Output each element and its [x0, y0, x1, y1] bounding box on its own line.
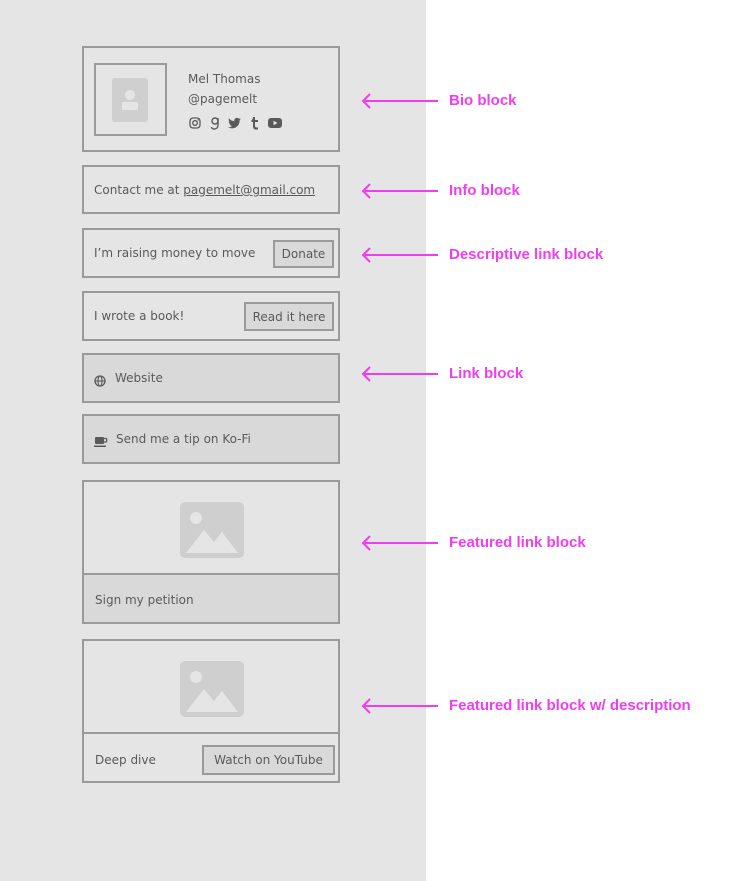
image-placeholder-icon — [180, 502, 244, 562]
watch-on-youtube-button[interactable]: Watch on YouTube — [202, 745, 335, 775]
annotation-bio: Bio block — [360, 91, 517, 111]
arrow-left-icon — [361, 366, 438, 382]
social-icons — [188, 116, 282, 130]
annotation-label: Descriptive link block — [449, 246, 604, 263]
annotation-featured-desc: Featured link block w/ description — [360, 696, 691, 716]
bio-handle: @pagemelt — [188, 92, 258, 106]
link-label: Send me a tip on Ko-Fi — [116, 432, 251, 446]
arrow-left-icon — [361, 698, 438, 714]
avatar-placeholder-icon — [112, 78, 148, 122]
youtube-icon[interactable] — [268, 116, 282, 130]
featured-image — [84, 641, 338, 734]
featured-link-block-with-description: Deep dive Watch on YouTube — [82, 639, 340, 783]
arrow-left-icon — [361, 535, 438, 551]
info-text: Contact me at pagemelt@gmail.com — [94, 183, 315, 197]
image-placeholder-icon — [180, 661, 244, 721]
featured-desc-label: Deep dive — [95, 753, 156, 767]
donate-button[interactable]: Donate — [273, 240, 334, 268]
annotation-featured: Featured link block — [360, 533, 586, 553]
featured-image — [84, 482, 338, 575]
featured-label: Sign my petition — [95, 593, 194, 607]
annotation-link: Link block — [360, 364, 523, 384]
descriptive-link-block-book: I wrote a book! Read it here — [82, 291, 340, 341]
instagram-icon[interactable] — [188, 116, 202, 130]
featured-link-block[interactable]: Sign my petition — [82, 480, 340, 624]
annotation-label: Featured link block — [449, 534, 586, 551]
info-block: Contact me at pagemelt@gmail.com — [82, 165, 340, 214]
bio-block: Mel Thomas @pagemelt — [82, 46, 340, 152]
arrow-left-icon — [361, 93, 438, 109]
link-block-kofi[interactable]: Send me a tip on Ko-Fi — [82, 414, 340, 464]
descriptive-text: I’m raising money to move — [94, 246, 256, 260]
featured-caption-bar — [84, 575, 338, 622]
annotation-label: Bio block — [449, 92, 517, 109]
annotation-label: Link block — [449, 365, 524, 382]
coffee-cup-icon — [94, 433, 108, 452]
twitter-icon[interactable] — [228, 116, 242, 130]
descriptive-link-block-donate: I’m raising money to move Donate — [82, 228, 340, 278]
annotation-label: Featured link block w/ description — [449, 697, 691, 714]
goodreads-icon[interactable] — [208, 116, 222, 130]
link-label: Website — [115, 371, 163, 385]
arrow-left-icon — [361, 183, 438, 199]
tumblr-icon[interactable] — [248, 116, 262, 130]
read-it-here-button[interactable]: Read it here — [244, 302, 334, 331]
avatar — [94, 63, 167, 136]
descriptive-text: I wrote a book! — [94, 309, 185, 323]
globe-icon — [94, 372, 106, 391]
annotation-label: Info block — [449, 182, 520, 199]
info-prefix: Contact me at — [94, 183, 184, 197]
bio-name: Mel Thomas — [188, 72, 261, 86]
email-link[interactable]: pagemelt@gmail.com — [183, 183, 316, 197]
annotation-descriptive: Descriptive link block — [360, 245, 603, 265]
arrow-left-icon — [361, 247, 438, 263]
annotation-info: Info block — [360, 181, 520, 201]
link-block-website[interactable]: Website — [82, 353, 340, 403]
